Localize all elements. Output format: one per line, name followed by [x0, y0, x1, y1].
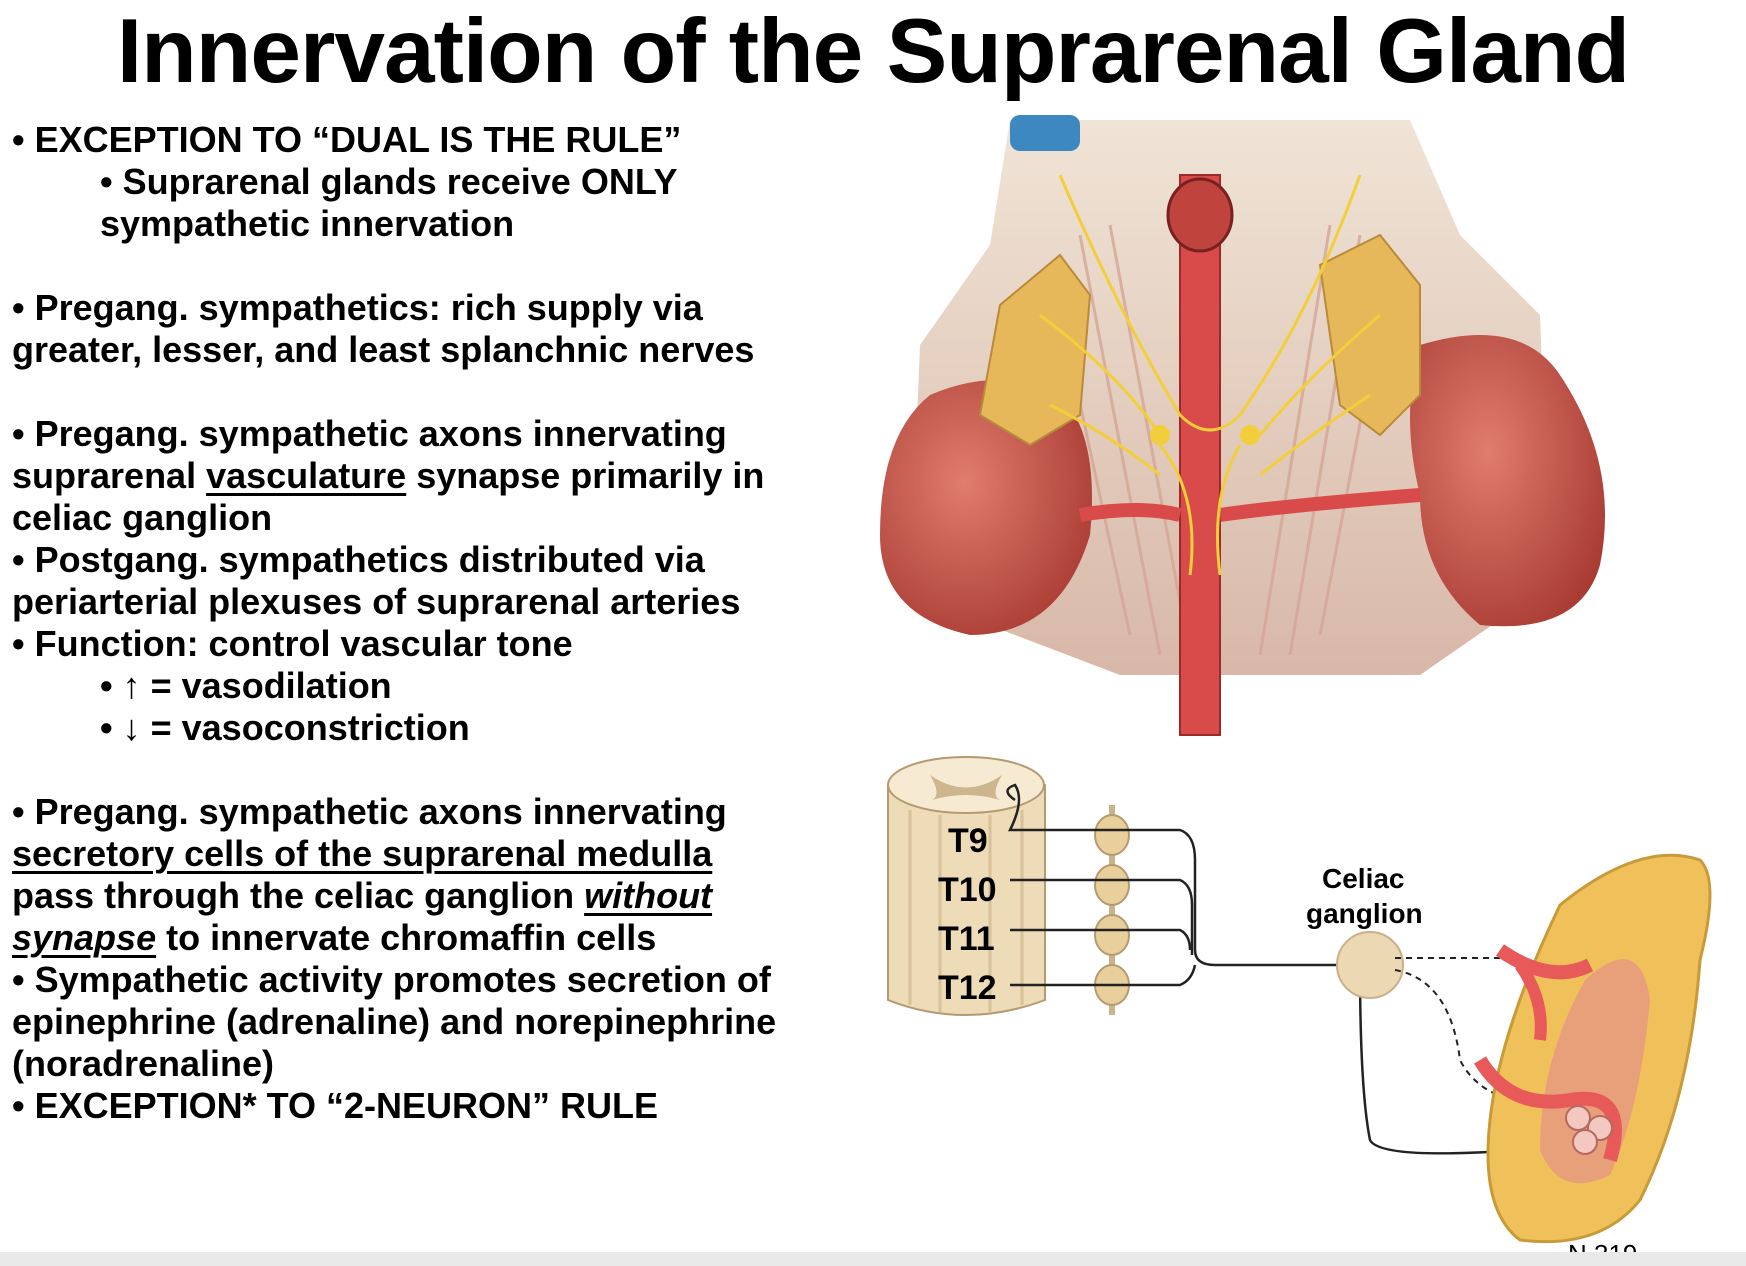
sub-bullet-vasodilation: • ↑ = vasodilation: [100, 665, 392, 706]
sub-bullet-vasoconstriction: • ↓ = vasoconstriction: [100, 707, 470, 748]
underlined-vasculature: vasculature: [206, 455, 407, 496]
bullet-pregang-secretory-cont2: pass through the celiac ganglion without: [12, 874, 712, 918]
bullet-pregang-vasculature-end: celiac ganglion: [12, 497, 273, 538]
bullet-pregang-vasculature: • Pregang. sympathetic axons innervating: [12, 413, 727, 454]
chain-ganglia: [1094, 814, 1130, 1006]
celiac-ganglion-art: [1150, 425, 1170, 445]
left-kidney: [880, 380, 1092, 635]
celiac-ganglion: [1336, 931, 1404, 999]
chromaffin-cells: [1565, 1105, 1613, 1155]
level-label-t10: T10: [938, 871, 997, 909]
bullet-pregang-supply-cont: greater, lesser, and least splanchnic ne…: [12, 329, 755, 370]
bullet-exception-dual: • EXCEPTION TO “DUAL IS THE RULE”: [12, 119, 682, 160]
aorta: [1179, 174, 1221, 736]
cord-stripes: [908, 810, 1024, 1012]
gray-matter: [930, 775, 1002, 800]
renal-arteries: [1078, 488, 1421, 522]
suprarenal-artery-upper: [1495, 944, 1594, 980]
preganglionic-fibers: [1006, 783, 1525, 1164]
aorta-cut-end: [1166, 177, 1234, 253]
celiac-ganglion-art-right: [1240, 425, 1260, 445]
suprarenal-anatomy-illustration: [880, 115, 1605, 736]
celiac-ganglion-label-line1: Celiac: [1322, 863, 1405, 894]
adrenal-medulla: [1540, 959, 1650, 1184]
level-label-t12: T12: [938, 969, 997, 1007]
bullet-exception-2-neuron: • EXCEPTION* TO “2-NEURON” RULE: [12, 1085, 659, 1126]
right-kidney: [1410, 335, 1605, 627]
bullet-function: • Function: control vascular tone: [12, 623, 573, 664]
right-adrenal-gland: [1318, 233, 1421, 437]
text-segment: suprarenal: [12, 455, 207, 496]
text-segment: pass through the celiac ganglion: [12, 875, 585, 916]
underlined-synapse: synapse: [12, 917, 157, 958]
left-adrenal-gland: [978, 253, 1092, 447]
bullet-sympathetic-activity-cont: epinephrine (adrenaline) and norepinephr…: [12, 1001, 777, 1042]
bullet-pregang-secretory-cont: secretory cells of the suprarenal medull…: [12, 832, 712, 876]
bottom-strip: [0, 1252, 1746, 1266]
sub-bullet-only-sympathetic: • Suprarenal glands receive ONLY: [100, 161, 678, 202]
underlined-secretory-cells: secretory cells of the suprarenal medull…: [12, 833, 713, 874]
nerve-plexus: [1039, 174, 1381, 576]
sub-bullet-only-sympathetic-cont: sympathetic innervation: [100, 203, 515, 244]
suprarenal-artery-lower: [1473, 1056, 1622, 1162]
spinal-level-labels: T9 T10 T11 T12: [938, 822, 997, 1007]
suprarenal-artery-upper-branch: [1515, 961, 1547, 1041]
underlined-without: without: [584, 875, 713, 916]
level-label-t9: T9: [948, 822, 988, 860]
text-segment: to innervate chromaffin cells: [156, 917, 657, 958]
bullet-postgang: • Postgang. sympathetics distributed via: [12, 539, 705, 580]
bullet-postgang-cont: periarterial plexuses of suprarenal arte…: [12, 581, 741, 622]
celiac-ganglion-label-line2: ganglion: [1306, 898, 1423, 929]
ivc-cut-end: [1010, 115, 1080, 151]
slide-title: Innervation of the Suprarenal Gland: [116, 1, 1630, 102]
bullet-pregang-secretory: • Pregang. sympathetic axons innervating: [12, 791, 727, 832]
bullet-sympathetic-activity-end: (noradrenaline): [12, 1043, 275, 1084]
bullet-pregang-supply: • Pregang. sympathetics: rich supply via: [12, 287, 703, 328]
bullet-sympathetic-activity: • Sympathetic activity promotes secretio…: [12, 959, 771, 1000]
bullet-pregang-vasculature-cont: suprarenal vasculature synapse primarily…: [12, 454, 764, 498]
text-segment: synapse primarily in: [406, 455, 765, 496]
bullet-pregang-secretory-cont3: synapse to innervate chromaffin cells: [12, 916, 656, 960]
spinal-cord-top: [887, 756, 1045, 814]
level-label-t11: T11: [938, 920, 995, 958]
